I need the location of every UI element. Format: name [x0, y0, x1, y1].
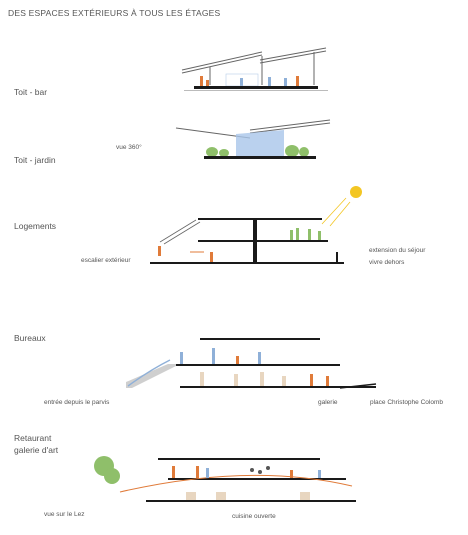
garden-plants [206, 145, 309, 157]
housing-floor-slab [198, 240, 328, 242]
offices-ground-slab [180, 386, 376, 388]
annotation-entrance: entrée depuis le parvis [44, 399, 110, 406]
label-restaurant: Retaurant [14, 433, 52, 443]
section-restaurant [94, 456, 356, 502]
restaurant-tables [186, 492, 310, 500]
annotation-river-view: vue sur le Lez [44, 511, 85, 518]
annotation-living-extension: extension du séjour [369, 247, 426, 254]
housing-walker [336, 252, 338, 262]
housing-ground-slab [150, 262, 344, 264]
label-roof-garden: Toit - jardin [14, 155, 56, 165]
offices-roof-slab [200, 338, 320, 340]
exterior-stair [159, 219, 201, 245]
tree [94, 456, 120, 484]
annotation-place: place Christophe Colomb [370, 399, 443, 406]
sun-icon [350, 186, 362, 198]
page-title: DES ESPACES EXTÉRIEURS À TOUS LES ÉTAGES [8, 8, 221, 18]
roof-slab [194, 86, 318, 89]
restaurant-people-blue [206, 468, 321, 478]
roof-canopy [181, 47, 327, 85]
offices-people-orange [236, 356, 329, 386]
label-housing: Logements [14, 221, 57, 231]
roof-shadow [184, 90, 328, 91]
entrance-ramp [126, 364, 176, 388]
annotation-open-kitchen: cuisine ouverte [232, 513, 276, 520]
section-offices [126, 338, 377, 389]
gallery-sculptures [200, 372, 286, 386]
annotation-gallery: galerie [318, 399, 338, 406]
label-roof-bar: Toit - bar [14, 87, 48, 97]
restaurant-floor-slab [168, 478, 346, 480]
restaurant-roof-slab [158, 458, 320, 460]
housing-roof-slab [198, 218, 322, 220]
kitchen-objects [250, 466, 270, 474]
entrance-arrow [127, 359, 171, 387]
restaurant-people-orange [172, 466, 293, 478]
place-ground [339, 383, 377, 389]
label-offices: Bureaux [14, 333, 46, 343]
section-roof-bar [181, 47, 328, 91]
offices-floor-slab [168, 364, 340, 366]
people-blue [240, 77, 287, 86]
label-art-gallery: galerie d'art [14, 445, 59, 455]
garden-slab [204, 156, 316, 159]
annotation-outdoor-living: vivre dehors [369, 259, 405, 266]
annotation-360-view: vue 360° [116, 144, 142, 151]
section-roof-garden [175, 119, 331, 159]
housing-plants [290, 228, 321, 240]
restaurant-ground-slab [146, 500, 356, 502]
section-housing [150, 186, 362, 264]
housing-people-orange [158, 246, 213, 262]
housing-core [253, 220, 257, 262]
offices-people-blue [180, 348, 261, 364]
people-orange [200, 76, 299, 86]
annotation-exterior-stair: escalier extérieur [81, 257, 131, 264]
sun-rays [321, 197, 351, 227]
glass-pavilion [236, 130, 284, 156]
view-arrow [119, 474, 353, 493]
